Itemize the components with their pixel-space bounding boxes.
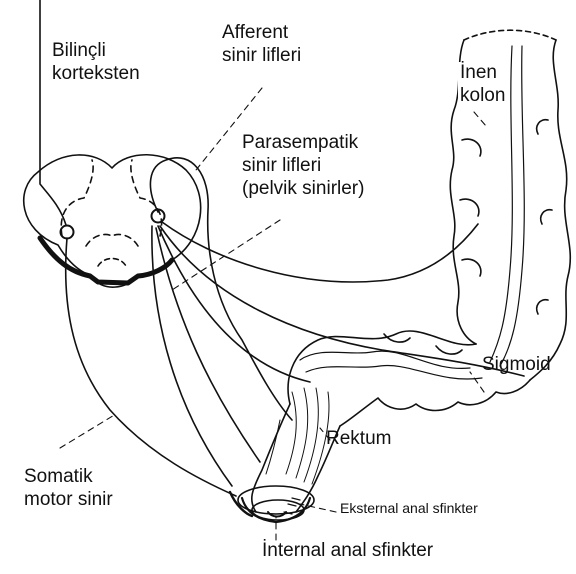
sigmoid-colon xyxy=(288,331,530,426)
label-cortex-line1: Bilinçli xyxy=(52,40,140,63)
label-parasympathetic: Parasempatik sinir lifleri (pelvik sinir… xyxy=(242,132,364,200)
label-somatic: Somatik motor sinir xyxy=(24,466,113,512)
label-afferent-line2: sinir lifleri xyxy=(222,45,301,68)
label-afferent-line1: Afferent xyxy=(222,22,301,45)
label-parasympathetic-line2: sinir lifleri xyxy=(242,155,364,178)
label-external-sphincter: Eksternal anal sfinkter xyxy=(340,500,478,517)
label-sigmoid: Sigmoid xyxy=(482,354,551,377)
label-cortex-line2: korteksten xyxy=(52,63,140,86)
label-rectum: Rektum xyxy=(326,428,391,451)
spinal-cord-section xyxy=(24,155,201,287)
label-parasympathetic-line1: Parasempatik xyxy=(242,132,364,155)
label-descending-colon-line2: kolon xyxy=(460,85,505,108)
label-descending-colon-line1: İnen xyxy=(460,62,505,85)
cortex-descending-fiber xyxy=(40,0,66,225)
label-afferent: Afferent sinir lifleri xyxy=(222,22,301,68)
label-parasympathetic-line3: (pelvik sinirler) xyxy=(242,178,364,201)
label-somatic-line1: Somatik xyxy=(24,466,113,489)
label-cortex: Bilinçli korteksten xyxy=(52,40,140,86)
label-somatic-line2: motor sinir xyxy=(24,489,113,512)
label-descending-colon: İnen kolon xyxy=(458,62,507,108)
label-internal-sphincter: İnternal anal sfinkter xyxy=(262,540,433,563)
